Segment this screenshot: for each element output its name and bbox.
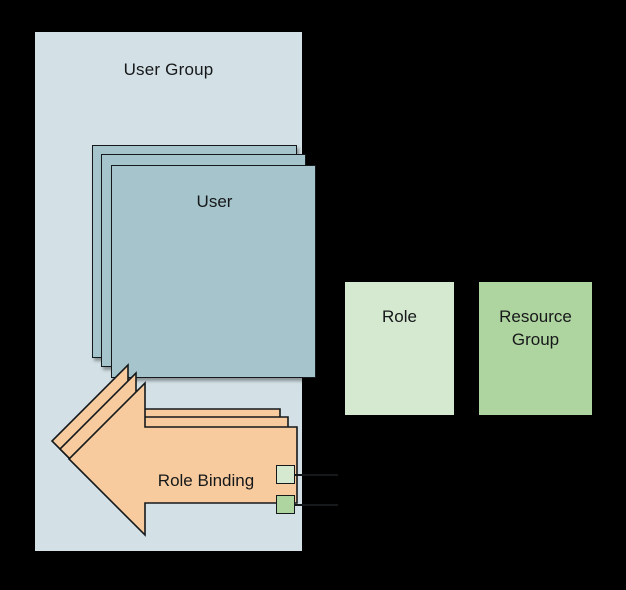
role-box-label: Role: [382, 307, 417, 326]
user-group-label: User Group: [123, 60, 214, 79]
user-group-panel[interactable]: User Group User: [35, 32, 338, 551]
user-stack[interactable]: User: [92, 145, 316, 388]
role-binding-label: Role Binding: [157, 471, 255, 490]
resource-group-port-square[interactable]: [276, 495, 295, 514]
role-port-square[interactable]: [276, 465, 295, 484]
resource-group-box[interactable]: Resource Group: [479, 282, 592, 415]
user-label: User: [196, 192, 233, 211]
role-connector-line: [295, 474, 338, 476]
resource-group-connector-line: [295, 504, 338, 506]
resource-group-label-line2: Group: [511, 330, 560, 349]
resource-group-box-label: Resource Group: [487, 305, 584, 415]
role-binding-stack[interactable]: Role Binding: [50, 363, 302, 537]
user-card-front[interactable]: User: [111, 165, 316, 378]
role-box[interactable]: Role: [345, 282, 454, 415]
resource-group-label-line1: Resource: [499, 307, 572, 326]
role-binding-arrow-front[interactable]: Role Binding: [67, 381, 298, 537]
